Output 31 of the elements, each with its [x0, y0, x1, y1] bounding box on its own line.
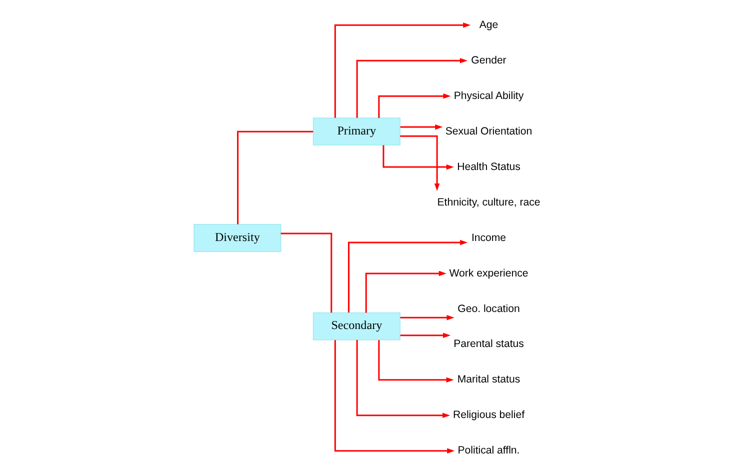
node-text: Gender	[471, 54, 506, 66]
arrow	[382, 145, 454, 170]
node-text: Income	[471, 232, 506, 244]
arrow	[334, 22, 471, 118]
node-text: Ethnicity, culture, race	[437, 196, 540, 208]
arrow	[356, 340, 450, 418]
arrow	[400, 124, 443, 130]
arrow	[365, 270, 446, 313]
node-text: Parental status	[454, 338, 524, 350]
node-text: Political affln.	[458, 444, 520, 457]
arrow	[400, 314, 454, 320]
arrow	[378, 93, 451, 118]
node-box: Diversity	[194, 224, 282, 252]
node-text: Physical Ability	[454, 90, 524, 102]
node-text: Health Status	[457, 160, 520, 173]
connector	[280, 232, 332, 313]
arrow	[348, 240, 468, 312]
node-text: Geo. location	[458, 302, 520, 315]
arrow	[400, 332, 451, 338]
node-text: Religious belief	[452, 409, 525, 422]
arrow	[400, 135, 440, 192]
node-box: Primary	[312, 118, 400, 146]
node-text: Marital status	[457, 374, 520, 386]
arrow	[356, 58, 468, 118]
arrow	[334, 340, 455, 454]
node-text: Sexual Orientation	[445, 125, 532, 138]
node-text: Work experience	[449, 267, 528, 280]
arrow	[378, 340, 454, 383]
node-text: Age	[479, 18, 498, 31]
connector	[237, 130, 314, 224]
node-box: Secondary	[312, 312, 400, 340]
